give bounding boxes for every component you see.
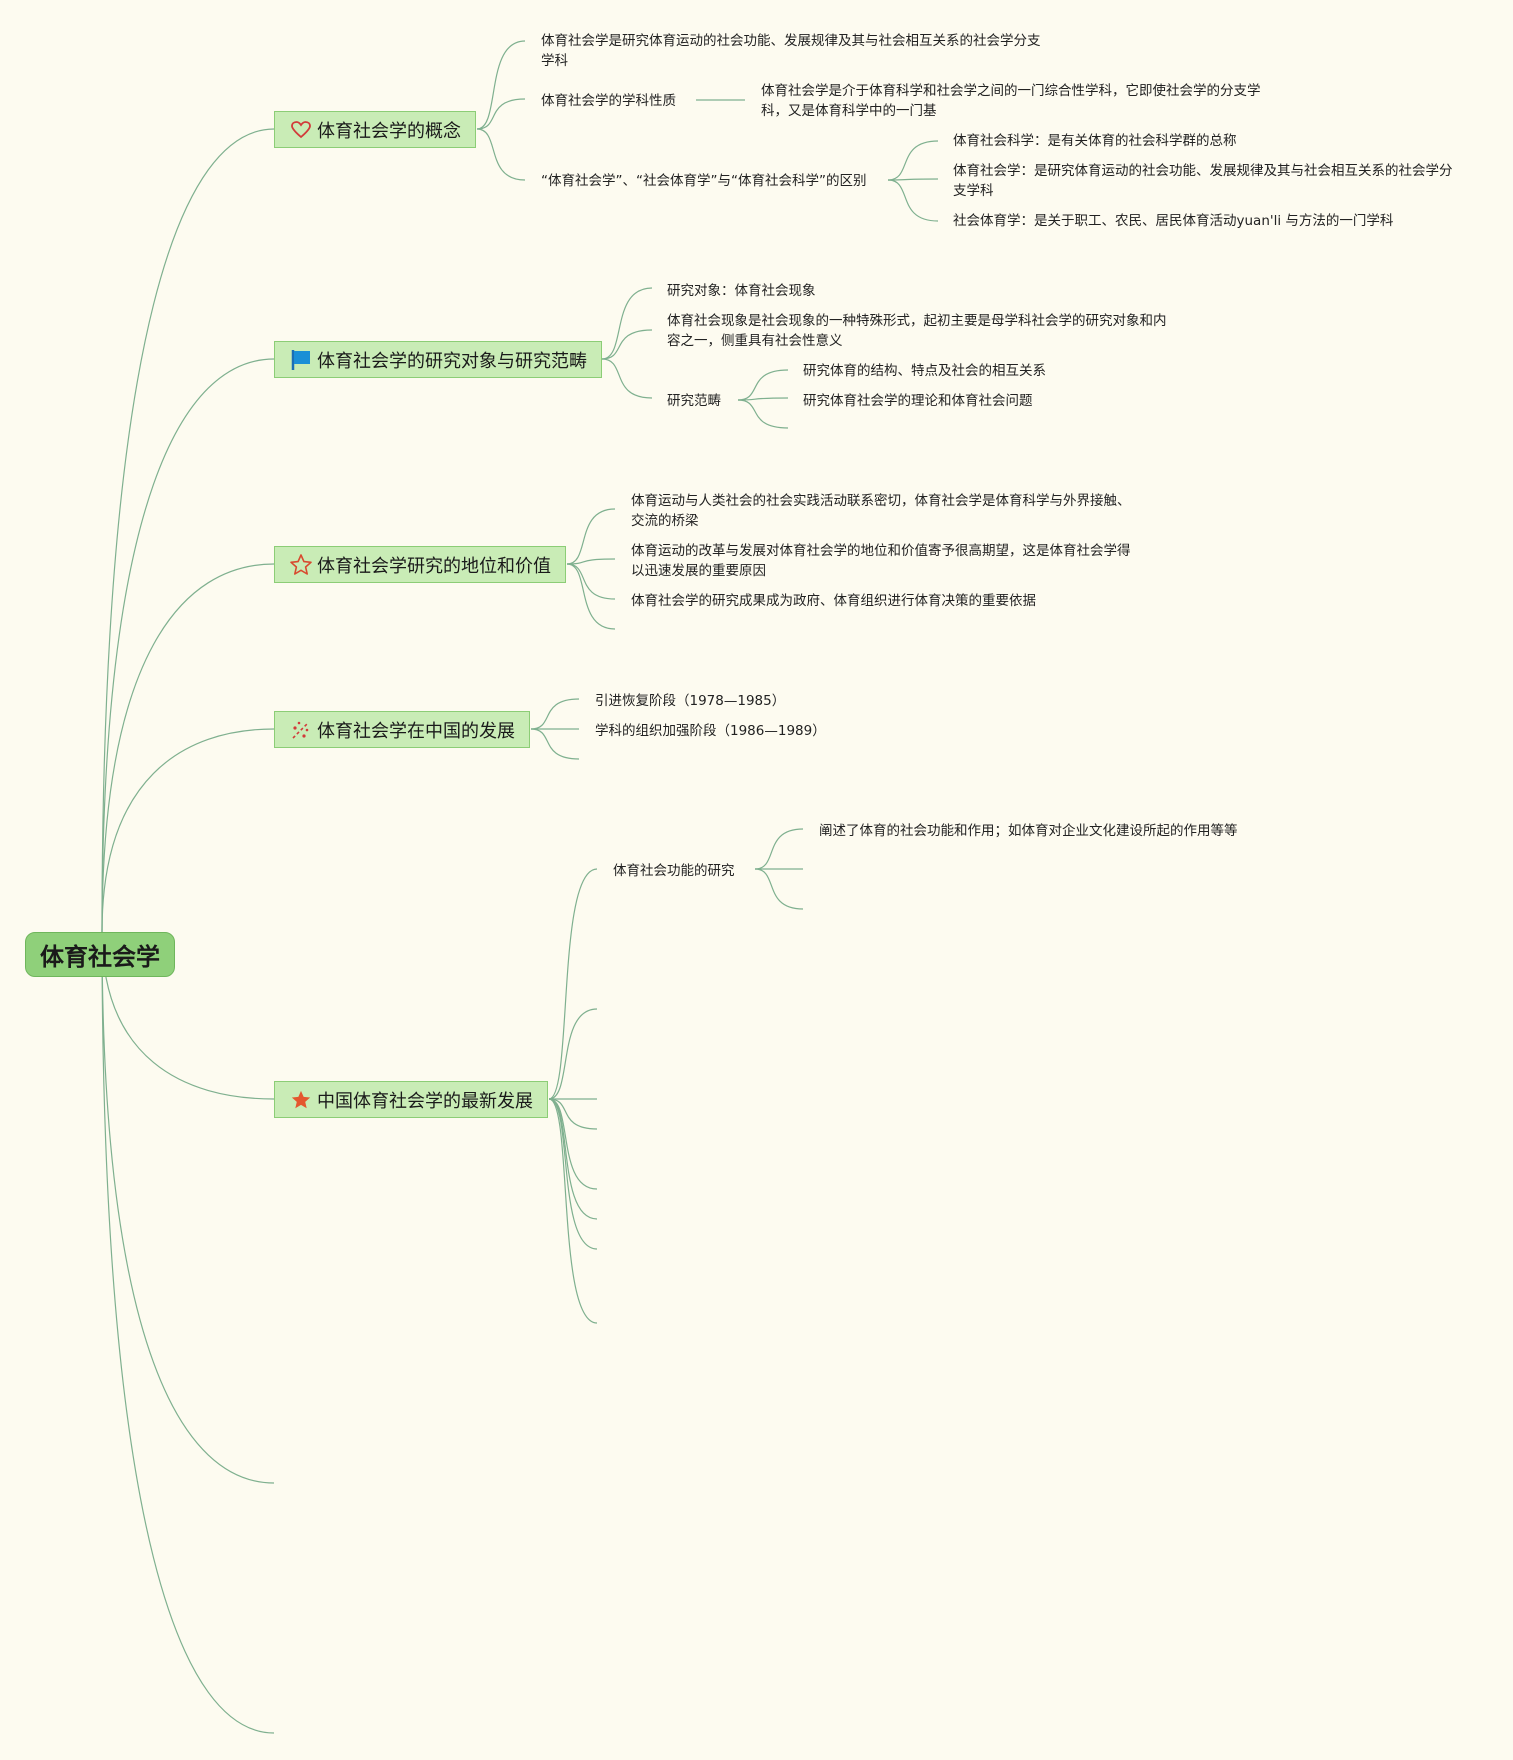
connector-line xyxy=(737,397,789,401)
connector-line xyxy=(566,558,616,565)
star-outline-icon xyxy=(289,553,313,577)
root-connector-line xyxy=(101,728,275,933)
connector-line xyxy=(737,369,789,401)
root-connector-line xyxy=(101,931,275,1484)
topic-status-value[interactable]: 体育社会学研究的地位和价值 xyxy=(274,546,566,583)
connector-line xyxy=(754,868,804,910)
connector-line xyxy=(530,698,580,730)
connector-line xyxy=(887,178,939,181)
topic-concept[interactable]: 体育社会学的概念 xyxy=(274,111,476,148)
flag-icon xyxy=(289,348,313,372)
leaf-sports-social-science[interactable]: 体育社会科学：是有关体育的社会科学群的总称 xyxy=(953,133,1237,149)
leaf-research-object[interactable]: 研究对象：体育社会现象 xyxy=(667,283,816,299)
leaf-discipline-nature-detail[interactable]: 体育社会学是介于体育科学和社会学之间的一门综合性学科，它即使社会学的分支学科，又… xyxy=(761,83,1261,119)
connector-line xyxy=(548,1008,598,1100)
topic-latest-development[interactable]: 中国体育社会学的最新发展 xyxy=(274,1081,548,1118)
connector-line xyxy=(737,399,789,429)
leaf-scope-structure[interactable]: 研究体育的结构、特点及社会的相互关系 xyxy=(803,363,1046,379)
sparkle-icon xyxy=(289,718,313,742)
connector-line xyxy=(476,128,526,181)
connector-line xyxy=(566,563,616,600)
connector-line xyxy=(530,728,580,760)
connector-line xyxy=(476,40,526,130)
star-filled-icon xyxy=(289,1088,313,1112)
leaf-expectation[interactable]: 体育运动的改革与发展对体育社会学的地位和价值寄予很高期望，这是体育社会学得以迅速… xyxy=(631,543,1131,579)
connector-line xyxy=(548,868,598,1100)
topic-research-object[interactable]: 体育社会学的研究对象与研究范畴 xyxy=(274,341,602,378)
topic-label: 体育社会学研究的地位和价值 xyxy=(317,555,551,577)
connector-line xyxy=(548,1098,598,1220)
connector-line xyxy=(548,1098,598,1250)
root-connector-line xyxy=(101,128,275,933)
leaf-scope-theory[interactable]: 研究体育社会学的理论和体育社会问题 xyxy=(803,393,1033,409)
leaf-research-scope[interactable]: 研究范畴 xyxy=(667,393,721,409)
root-topic[interactable]: 体育社会学 xyxy=(25,932,175,977)
topic-china-development[interactable]: 体育社会学在中国的发展 xyxy=(274,711,530,748)
topic-label: 体育社会学的概念 xyxy=(317,120,461,142)
connector-line xyxy=(476,98,526,130)
connector-line xyxy=(601,287,653,360)
heart-icon xyxy=(289,118,313,142)
connector-line xyxy=(548,1098,598,1130)
leaf-social-function-research[interactable]: 体育社会功能的研究 xyxy=(613,863,735,879)
leaf-definition[interactable]: 体育社会学是研究体育运动的社会功能、发展规律及其与社会相互关系的社会学分支学科 xyxy=(541,33,1041,69)
leaf-stage-2[interactable]: 学科的组织加强阶段（1986—1989） xyxy=(595,723,826,739)
leaf-social-sports-science[interactable]: 社会体育学：是关于职工、农民、居民体育活动yuan'li 与方法的一门学科 xyxy=(953,213,1394,229)
connector-line xyxy=(601,329,653,360)
topic-label: 体育社会学在中国的发展 xyxy=(317,720,515,742)
leaf-bridge[interactable]: 体育运动与人类社会的社会实践活动联系密切，体育社会学是体育科学与外界接触、交流的… xyxy=(631,493,1131,529)
topic-label: 体育社会学的研究对象与研究范畴 xyxy=(317,350,587,372)
connector-line xyxy=(601,358,653,399)
root-connector-line xyxy=(101,358,275,933)
leaf-discipline-nature[interactable]: 体育社会学的学科性质 xyxy=(541,93,676,109)
root-connector-line xyxy=(101,563,275,933)
connector-line xyxy=(754,828,804,870)
leaf-distinction[interactable]: “体育社会学”、“社会体育学”与“体育社会科学”的区别 xyxy=(541,173,867,189)
connector-line xyxy=(887,179,939,222)
leaf-social-function-detail[interactable]: 阐述了体育的社会功能和作用；如体育对企业文化建设所起的作用等等 xyxy=(819,823,1238,839)
connector-line xyxy=(548,1098,598,1190)
leaf-sports-sociology[interactable]: 体育社会学：是研究体育运动的社会功能、发展规律及其与社会相互关系的社会学分支学科 xyxy=(953,163,1453,199)
connector-line xyxy=(548,1098,598,1324)
connector-line xyxy=(887,140,939,181)
leaf-social-phenomenon[interactable]: 体育社会现象是社会现象的一种特殊形式，起初主要是母学科社会学的研究对象和内容之一… xyxy=(667,313,1167,349)
root-connector-line xyxy=(101,931,275,1734)
leaf-stage-1[interactable]: 引进恢复阶段（1978—1985） xyxy=(595,693,786,709)
connector-line xyxy=(566,563,616,630)
connector-line xyxy=(566,508,616,565)
leaf-decision-basis[interactable]: 体育社会学的研究成果成为政府、体育组织进行体育决策的重要依据 xyxy=(631,593,1036,609)
topic-label: 中国体育社会学的最新发展 xyxy=(317,1090,533,1112)
